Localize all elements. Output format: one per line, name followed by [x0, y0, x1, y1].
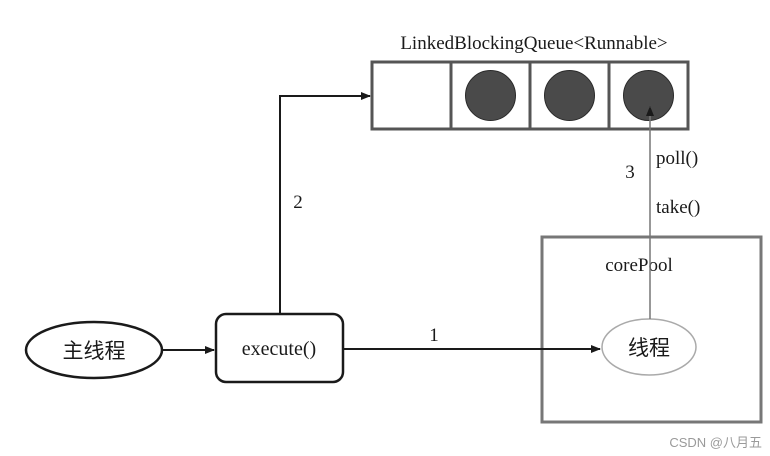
step-1-label: 1	[429, 325, 439, 346]
worker-thread-node	[601, 318, 697, 376]
step-3-label: 3	[625, 162, 635, 183]
poll-label: poll()	[656, 148, 698, 169]
queued-task	[623, 70, 674, 121]
worker-thread-label: 线程	[628, 336, 670, 360]
take-label: take()	[656, 197, 700, 218]
core-pool-box	[540, 235, 763, 424]
watermark: CSDN @八月五	[669, 435, 762, 450]
queued-task	[544, 70, 595, 121]
queue-label: LinkedBlockingQueue<Runnable>	[400, 33, 667, 54]
core-pool-label: corePool	[605, 255, 673, 276]
main-thread-node	[24, 320, 164, 380]
arrow-execute-to-queue	[279, 92, 371, 314]
queue-box	[370, 60, 690, 131]
main-thread-label: 主线程	[63, 339, 126, 363]
queued-task	[465, 70, 516, 121]
step-2-label: 2	[293, 192, 303, 213]
execute-label: execute()	[242, 338, 316, 360]
